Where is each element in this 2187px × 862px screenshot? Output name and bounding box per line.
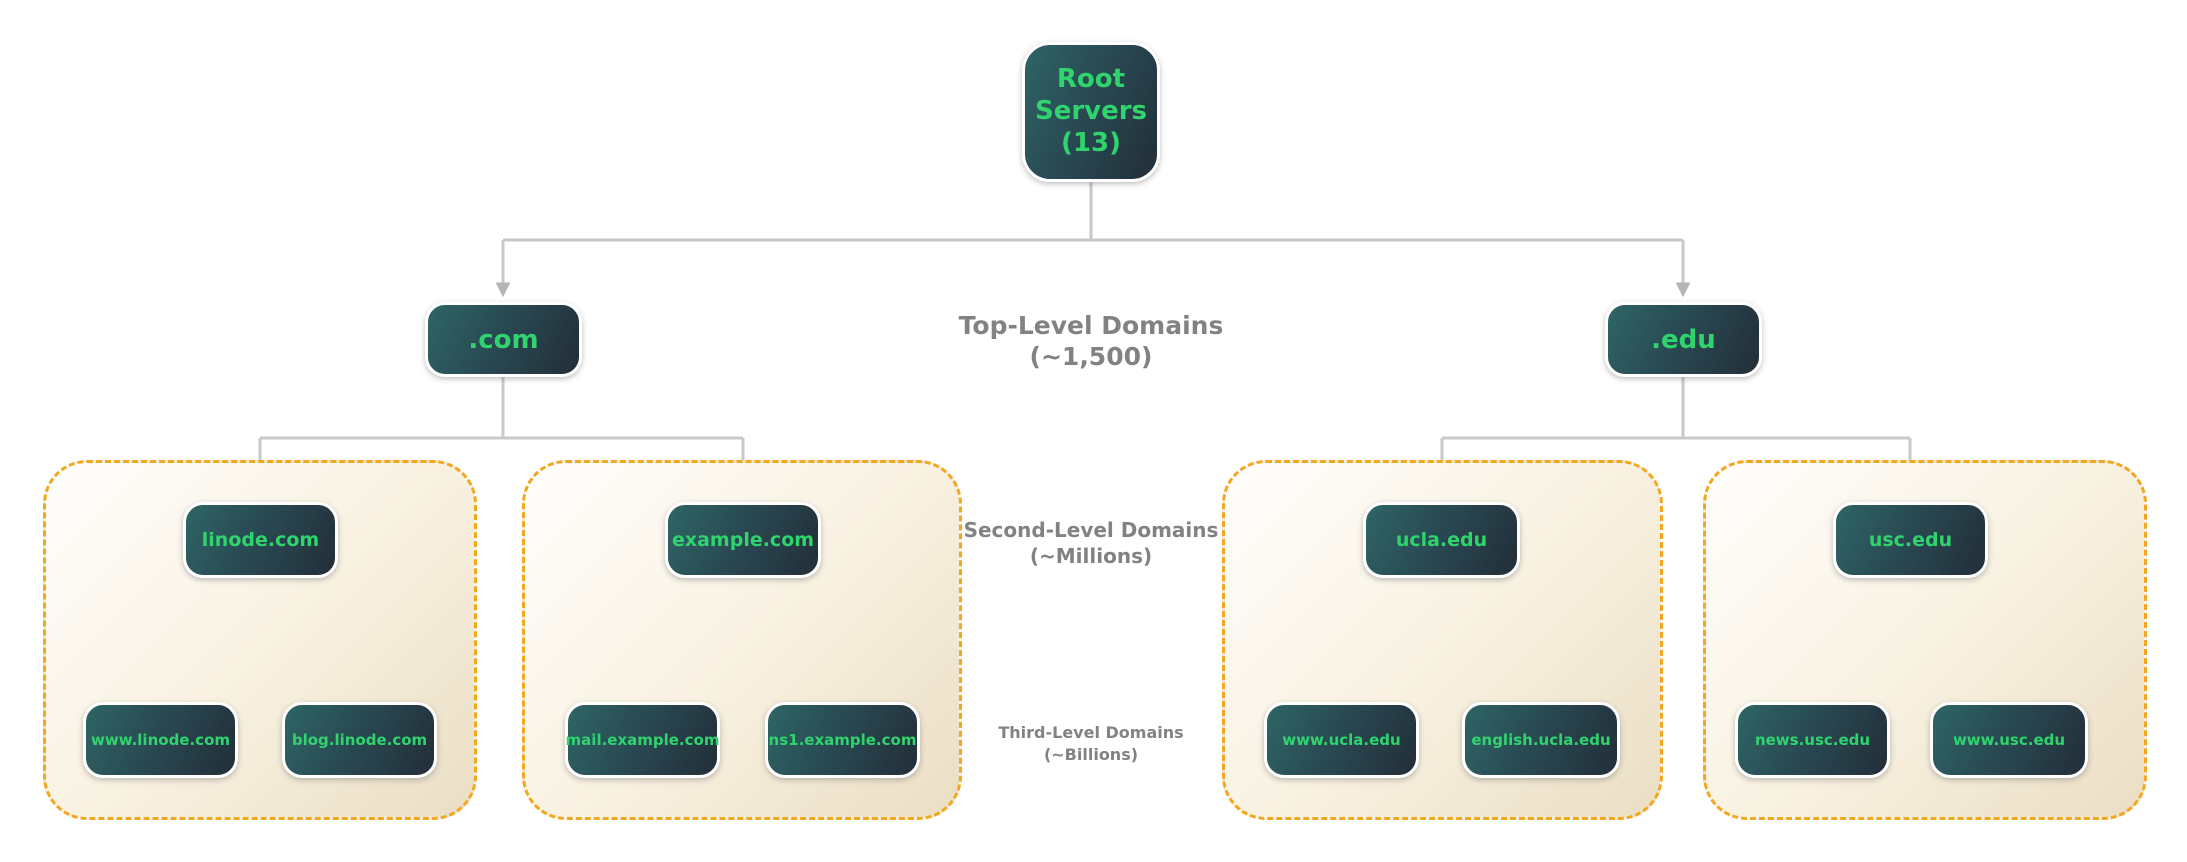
node-usc-edu: usc.edu <box>1833 502 1988 578</box>
label-second-level-domains-line2: (~Millions) <box>1029 544 1153 568</box>
label-third-level-domains: Third-Level Domains (~Billions) <box>998 722 1183 765</box>
node-ns1-example-com: ns1.example.com <box>765 702 920 778</box>
node-english-ucla-edu: english.ucla.edu <box>1462 702 1620 778</box>
root-servers-label: Root Servers (13) <box>1034 64 1148 158</box>
node-www-usc-edu: www.usc.edu <box>1930 702 2088 778</box>
label-top-level-domains-line2: (~1,500) <box>1029 342 1153 372</box>
node-ucla-edu: ucla.edu <box>1363 502 1520 578</box>
label-third-level-domains-line1: Third-Level Domains <box>998 723 1184 742</box>
label-top-level-domains: Top-Level Domains (~1,500) <box>959 310 1224 373</box>
node-tld-edu: .edu <box>1605 302 1762 377</box>
label-second-level-domains: Second-Level Domains (~Millions) <box>964 517 1219 569</box>
connector-root-branch <box>503 182 1683 242</box>
node-www-linode-com: www.linode.com <box>83 702 238 778</box>
node-linode-com: linode.com <box>183 502 338 578</box>
node-mail-example-com: mail.example.com <box>565 702 720 778</box>
node-www-ucla-edu: www.ucla.edu <box>1264 702 1419 778</box>
label-third-level-domains-line2: (~Billions) <box>1043 744 1139 764</box>
node-root-servers: Root Servers (13) <box>1022 42 1160 182</box>
label-second-level-domains-line1: Second-Level Domains <box>963 518 1219 542</box>
node-news-usc-edu: news.usc.edu <box>1735 702 1890 778</box>
label-top-level-domains-line1: Top-Level Domains <box>958 311 1224 340</box>
node-blog-linode-com: blog.linode.com <box>282 702 437 778</box>
node-tld-com: .com <box>425 302 582 377</box>
connector-com-branch <box>260 377 743 440</box>
node-example-com: example.com <box>665 502 821 578</box>
connector-edu-branch <box>1442 377 1910 440</box>
